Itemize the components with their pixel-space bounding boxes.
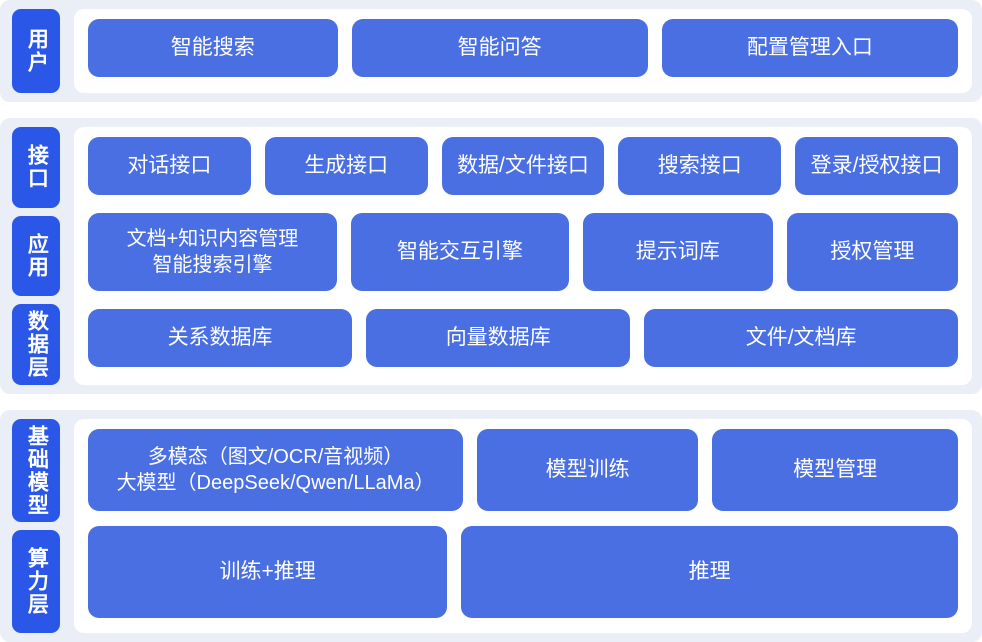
panel-users: 智能搜索 智能问答 配置管理入口 — [74, 9, 972, 93]
box-model-training[interactable]: 模型训练 — [477, 429, 699, 511]
box-search-api[interactable]: 搜索接口 — [618, 137, 782, 195]
box-file-document-store[interactable]: 文件/文档库 — [644, 309, 958, 367]
section-middle: 接口 应用 数据层 对话接口 生成接口 数据/文件接口 搜索接口 登录/授权接口… — [0, 118, 982, 394]
box-generation-api[interactable]: 生成接口 — [264, 137, 428, 195]
section-base: 基础模型 算力层 多模态（图文/OCR/音视频） 大模型（DeepSeek/Qw… — [0, 410, 982, 642]
box-data-file-api[interactable]: 数据/文件接口 — [441, 137, 605, 195]
box-smart-qa[interactable]: 智能问答 — [351, 19, 648, 77]
box-inference[interactable]: 推理 — [461, 526, 958, 618]
box-model-management[interactable]: 模型管理 — [712, 429, 958, 511]
row-compute-layer: 训练+推理 推理 — [88, 526, 958, 623]
row-interface: 对话接口 生成接口 数据/文件接口 搜索接口 登录/授权接口 — [88, 137, 958, 203]
row-user-entries: 智能搜索 智能问答 配置管理入口 — [88, 19, 958, 83]
layer-tag-interface[interactable]: 接口 — [12, 127, 60, 208]
section-users: 用户 智能搜索 智能问答 配置管理入口 — [0, 0, 982, 102]
row-data-layer: 关系数据库 向量数据库 文件/文档库 — [88, 309, 958, 375]
box-dialog-api[interactable]: 对话接口 — [88, 137, 251, 195]
box-authorization-management[interactable]: 授权管理 — [786, 213, 958, 291]
box-training-plus-inference[interactable]: 训练+推理 — [88, 526, 448, 618]
panel-middle: 对话接口 生成接口 数据/文件接口 搜索接口 登录/授权接口 文档+知识内容管理… — [74, 127, 972, 385]
panel-base: 多模态（图文/OCR/音视频） 大模型（DeepSeek/Qwen/LLaMa）… — [74, 419, 972, 633]
row-application: 文档+知识内容管理 智能搜索引擎 智能交互引擎 提示词库 授权管理 — [88, 213, 958, 299]
tag-column-users: 用户 — [12, 9, 60, 93]
box-config-management-entry[interactable]: 配置管理入口 — [661, 19, 958, 77]
box-smart-interaction-engine[interactable]: 智能交互引擎 — [350, 213, 569, 291]
box-relational-database[interactable]: 关系数据库 — [88, 309, 353, 367]
box-prompt-library[interactable]: 提示词库 — [582, 213, 773, 291]
layer-tag-application[interactable]: 应用 — [12, 215, 60, 297]
box-login-auth-api[interactable]: 登录/授权接口 — [795, 137, 958, 195]
layer-tag-compute[interactable]: 算力层 — [12, 530, 60, 633]
box-multimodal-large-model[interactable]: 多模态（图文/OCR/音视频） 大模型（DeepSeek/Qwen/LLaMa） — [88, 429, 464, 511]
box-doc-knowledge-management[interactable]: 文档+知识内容管理 智能搜索引擎 — [88, 213, 337, 291]
row-foundation-model: 多模态（图文/OCR/音视频） 大模型（DeepSeek/Qwen/LLaMa）… — [88, 429, 958, 516]
layer-tag-user[interactable]: 用户 — [12, 9, 60, 93]
layer-tag-foundation-model[interactable]: 基础模型 — [12, 419, 60, 522]
tag-column-base: 基础模型 算力层 — [12, 419, 60, 633]
tag-column-middle: 接口 应用 数据层 — [12, 127, 60, 386]
box-vector-database[interactable]: 向量数据库 — [366, 309, 631, 367]
layer-tag-data[interactable]: 数据层 — [12, 304, 60, 386]
box-smart-search[interactable]: 智能搜索 — [88, 19, 338, 77]
